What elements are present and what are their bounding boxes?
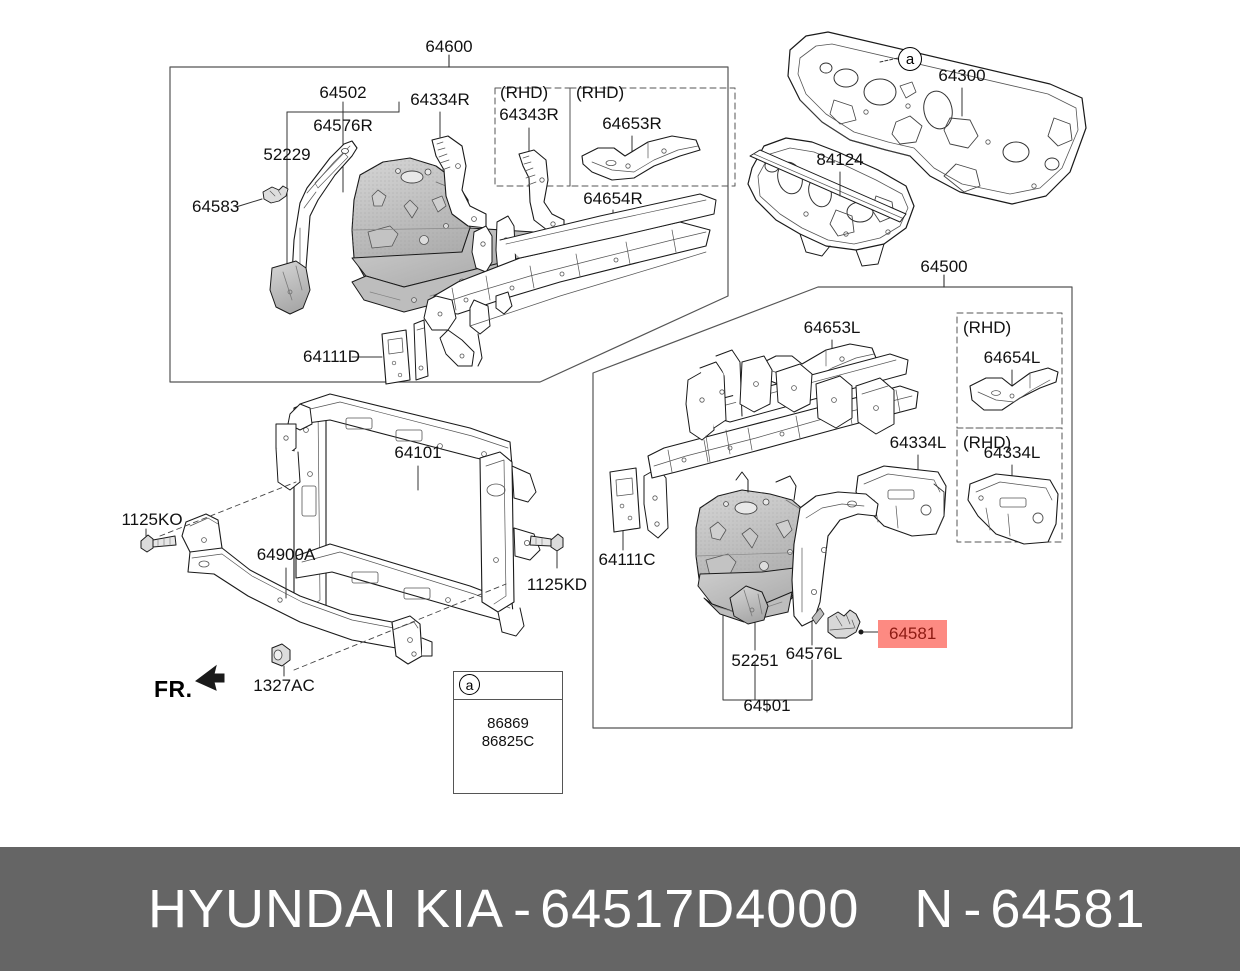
part-label-64501: 64501: [743, 696, 791, 715]
part-label-84124: 84124: [816, 150, 864, 169]
front-direction-label: FR.: [154, 676, 193, 702]
part-label-64111D: 64111D: [303, 347, 361, 366]
rhd-note-2: (RHD): [576, 83, 625, 102]
diagram-canvas: 64600 64502 64576R 52229 64583 64334R 64…: [121, 31, 1087, 794]
part-label-64583: 64583: [192, 197, 240, 216]
footer-separator: -: [513, 879, 532, 939]
rhd-note-4: (RHD): [963, 433, 1012, 452]
part-label-64334L-rhd: 64334L: [983, 443, 1041, 462]
part-label-64343R: 64343R: [499, 105, 559, 124]
footer-part-number: 64517D4000: [540, 879, 860, 939]
part-label-1125KO: 1125KO: [121, 510, 183, 529]
legend-callout-a: a: [459, 674, 480, 695]
legend-part-86869: 86869: [487, 715, 529, 732]
part-label-64111C: 64111C: [598, 550, 656, 569]
rhd-note-3: (RHD): [963, 318, 1012, 337]
footer-ref-separator: -: [963, 879, 982, 939]
diagram-artwork: [140, 31, 1087, 787]
footer-ref-number: 64581: [990, 879, 1146, 939]
part-label-64334R: 64334R: [410, 90, 470, 109]
part-label-64576L: 64576L: [785, 644, 843, 663]
legend-box: a 86869 86825C: [453, 671, 563, 794]
part-label-52251: 52251: [731, 651, 779, 670]
part-label-64654R: 64654R: [583, 189, 643, 208]
footer-brand: HYUNDAI KIA: [148, 879, 505, 939]
legend-header: a: [454, 672, 562, 700]
group-label-64600: 64600: [425, 37, 473, 56]
part-label-64654L: 64654L: [983, 348, 1041, 367]
part-label-64900A: 64900A: [256, 545, 316, 564]
part-label-64334L: 64334L: [889, 433, 947, 452]
highlighted-part-64581[interactable]: 64581: [878, 620, 948, 648]
part-label-64653R: 64653R: [602, 114, 662, 133]
rhd-note-1: (RHD): [500, 83, 549, 102]
legend-body: 86869 86825C: [454, 700, 562, 794]
part-label-64101: 64101: [394, 443, 442, 462]
part-label-64502: 64502: [319, 83, 367, 102]
part-label-64300: 64300: [938, 66, 986, 85]
callout-a-marker: a: [898, 47, 922, 71]
footer-content: HYUNDAI KIA - 64517D4000 N - 64581: [148, 878, 1146, 940]
part-label-64653L: 64653L: [803, 318, 861, 337]
part-label-64576R: 64576R: [313, 116, 373, 135]
footer-ref-prefix: N: [914, 879, 955, 939]
part-label-52229: 52229: [263, 145, 311, 164]
part-label-1125KD: 1125KD: [526, 575, 588, 594]
part-label-1327AC: 1327AC: [253, 676, 315, 695]
group-label-64500: 64500: [920, 257, 968, 276]
footer-banner: HYUNDAI KIA - 64517D4000 N - 64581: [0, 847, 1240, 971]
legend-part-86825C: 86825C: [481, 733, 535, 750]
